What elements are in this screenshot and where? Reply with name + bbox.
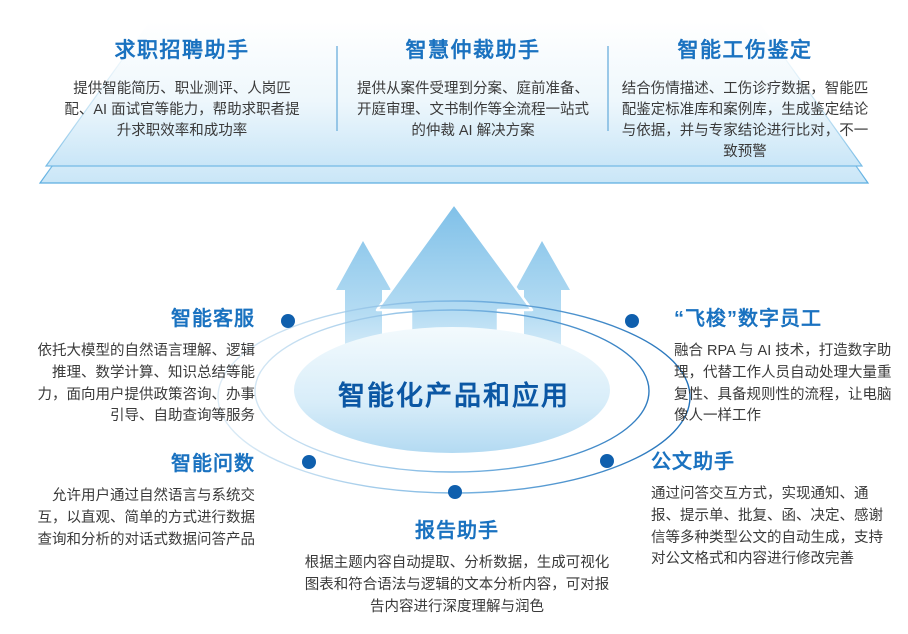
orbit-product-title: 智能问数 [171, 453, 255, 475]
orbit-product-description: 依托大模型的自然语言理解、逻辑推理、数学计算、知识总结等能力，面向用户提供政策咨… [37, 343, 256, 425]
orbit-product-description: 允许用户通过自然语言与系统交互，以直观、简单的方式进行数据查询和分析的对话式数据… [37, 488, 256, 548]
orbit-product-title: 智能客服 [171, 308, 255, 330]
platform-plate-front [44, 21, 864, 167]
platform-product-title: 智慧仲裁助手 [405, 39, 541, 62]
platform-product-title: 求职招聘助手 [114, 39, 250, 62]
orbit-dot [302, 455, 316, 469]
orbit-dot [600, 454, 614, 468]
up-arrow-left-icon [336, 241, 391, 348]
platform-product-description: 提供智能简历、职业测评、人岗匹配、AI 面试官等能力，帮助求职者提升求职效率和成… [64, 81, 300, 140]
orbit-product-digital-employee: “飞梭”数字员工 融合 RPA 与 AI 技术，打造数字助理，代替工作人员自动处… [674, 302, 900, 428]
orbit-product-title: 公文助手 [651, 451, 735, 473]
orbit-product-data-qa: 智能问数 允许用户通过自然语言与系统交互，以直观、简单的方式进行数据查询和分析的… [31, 447, 256, 551]
platform-product-injury-assessment: 智能工伤鉴定 结合伤情描述、工伤诊疗数据，智能匹配鉴定标准库和案例库，生成鉴定结… [618, 34, 872, 163]
orbit-product-title: “飞梭”数字员工 [674, 308, 822, 330]
orbit-product-description: 通过问答交互方式，实现通知、通报、提示单、批复、函、决定、感谢信等多种类型公文的… [651, 486, 883, 568]
orbit-ring-inner [254, 309, 650, 473]
orbit-product-official-document: 公文助手 通过问答交互方式，实现通知、通报、提示单、批复、函、决定、感谢信等多种… [651, 445, 891, 571]
up-arrow-right-icon [515, 241, 570, 348]
orbit-dot [625, 314, 639, 328]
orbit-product-title: 报告助手 [415, 520, 499, 542]
center-ellipse [294, 327, 610, 453]
center-ellipse-title: 智能化产品和应用 [338, 381, 570, 411]
orbit-dot [448, 485, 462, 499]
orbit-product-report-assistant: 报告助手 根据主题内容自动提取、分析数据，生成可视化图表和符合语法与逻辑的文本分… [301, 514, 613, 618]
orbit-product-customer-service: 智能客服 依托大模型的自然语言理解、逻辑推理、数学计算、知识总结等能力，面向用户… [27, 302, 256, 428]
orbit-product-description: 融合 RPA 与 AI 技术，打造数字助理，代替工作人员自动处理大量重复性、具备… [674, 343, 892, 425]
orbit-dot [281, 314, 295, 328]
orbit-product-description: 根据主题内容自动提取、分析数据，生成可视化图表和符合语法与逻辑的文本分析内容，可… [304, 555, 610, 615]
platform-product-description: 提供从案件受理到分案、庭前准备、开庭审理、文书制作等全流程一站式的仲裁 AI 解… [357, 81, 589, 140]
platform-product-title: 智能工伤鉴定 [677, 39, 813, 62]
platform-product-arbitration: 智慧仲裁助手 提供从案件受理到分案、庭前准备、开庭审理、文书制作等全流程一站式的… [352, 34, 594, 142]
platform-product-description: 结合伤情描述、工伤诊疗数据，智能匹配鉴定标准库和案例库，生成鉴定结论与依据，并与… [621, 81, 869, 161]
platform-product-job-recruiting: 求职招聘助手 提供智能简历、职业测评、人岗匹配、AI 面试官等能力，帮助求职者提… [62, 34, 302, 142]
